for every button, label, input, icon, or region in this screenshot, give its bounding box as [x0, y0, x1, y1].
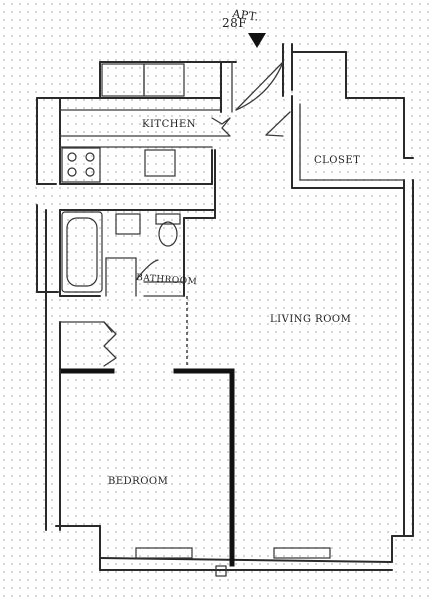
entrance-label-unit: 28F [222, 16, 247, 30]
exterior-walls [36, 43, 414, 571]
bathroom [59, 149, 216, 297]
toilet-tank [155, 213, 181, 225]
room-label-bathroom: BATHROOM [136, 273, 198, 287]
kitchen-stove [61, 147, 101, 183]
bathtub [61, 211, 103, 293]
kitchen-sink [144, 149, 176, 177]
kitchen-cabinet-upper [101, 63, 145, 97]
kitchen-refrigerator [143, 63, 185, 97]
bedroom-closet [59, 321, 117, 371]
entrance-arrow-icon [248, 33, 266, 48]
stove-burner-icon [85, 167, 95, 177]
bedroom-radiator [135, 547, 193, 559]
bathtub-basin [66, 217, 98, 287]
living-room-radiator [273, 547, 331, 559]
bedroom [59, 296, 331, 577]
entry-doors [235, 61, 291, 137]
bathroom-sink [115, 213, 141, 235]
closet [291, 95, 405, 189]
stove-burner-icon [85, 152, 95, 162]
kitchen [59, 61, 233, 185]
stove-burner-icon [67, 152, 77, 162]
room-label-kitchen: KITCHEN [142, 119, 196, 130]
stove-burner-icon [67, 167, 77, 177]
entrance-label-apt: APT. [231, 7, 260, 24]
room-label-living-room: LIVING ROOM [270, 314, 351, 325]
room-label-bedroom: BEDROOM [108, 476, 168, 487]
room-label-closet: CLOSET [314, 155, 360, 166]
toilet-bowl [158, 221, 178, 247]
